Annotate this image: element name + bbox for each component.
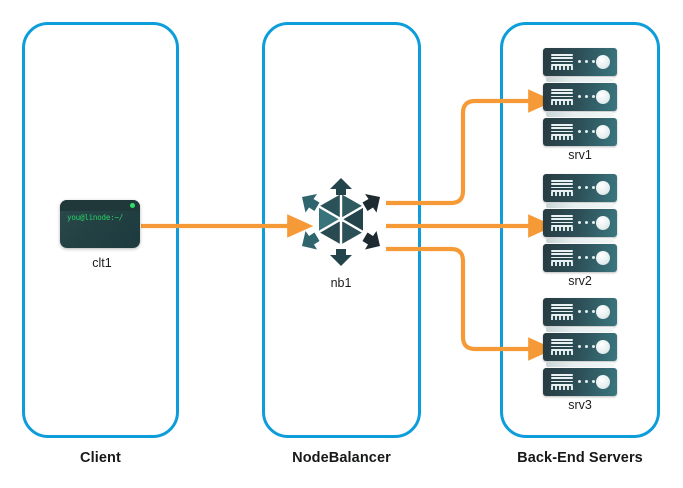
rack-power-icon (596, 55, 610, 69)
node-label-srv3: srv3 (568, 398, 592, 412)
zone-title-client: Client (80, 450, 121, 466)
rack-ticks-icon (551, 227, 573, 231)
rack-lines-icon (551, 374, 573, 386)
rack-power-icon (596, 90, 610, 104)
rack-dots-icon (578, 186, 595, 190)
rack-divider (546, 203, 614, 208)
rack-dots-icon (578, 95, 595, 99)
rack-ticks-icon (551, 262, 573, 266)
rack-lines-icon (551, 304, 573, 316)
rack-ticks-icon (551, 101, 573, 105)
rack-dots-icon (578, 380, 595, 384)
rack-lines-icon (551, 89, 573, 101)
rack-unit (543, 209, 617, 237)
rack-divider (546, 112, 614, 117)
rack-unit (543, 83, 617, 111)
rack-ticks-icon (551, 136, 573, 140)
node-label-srv1: srv1 (568, 148, 592, 162)
rack-lines-icon (551, 54, 573, 66)
rack-unit (543, 298, 617, 326)
node-label-clt1: clt1 (92, 256, 112, 270)
rack-lines-icon (551, 215, 573, 227)
rack-dots-icon (578, 256, 595, 260)
node-label-nb1: nb1 (330, 276, 352, 290)
rack-unit (543, 174, 617, 202)
rack-dots-icon (578, 60, 595, 64)
terminal-status-dot-icon (130, 203, 135, 208)
rack-dots-icon (578, 221, 595, 225)
nodebalancer-hexagon-icon (302, 178, 380, 266)
rack-power-icon (596, 181, 610, 195)
rack-power-icon (596, 216, 610, 230)
rack-power-icon (596, 125, 610, 139)
rack-dots-icon (578, 345, 595, 349)
node-label-srv2: srv2 (568, 274, 592, 288)
rack-divider (546, 327, 614, 332)
rack-divider (546, 77, 614, 82)
rack-divider (546, 238, 614, 243)
rack-power-icon (596, 305, 610, 319)
rack-ticks-icon (551, 192, 573, 196)
rack-unit (543, 118, 617, 146)
rack-divider (546, 362, 614, 367)
server-rack-icon (543, 174, 617, 272)
server-rack-icon (543, 298, 617, 396)
rack-ticks-icon (551, 66, 573, 70)
rack-lines-icon (551, 250, 573, 262)
rack-dots-icon (578, 310, 595, 314)
rack-unit (543, 244, 617, 272)
rack-ticks-icon (551, 351, 573, 355)
connector-nb1-to-srv1 (386, 89, 555, 206)
zone-title-backend: Back-End Servers (517, 450, 643, 466)
terminal-prompt-text: you@linode:~/ (67, 213, 124, 222)
rack-lines-icon (551, 339, 573, 351)
terminal-titlebar (60, 200, 140, 211)
rack-unit (543, 48, 617, 76)
terminal-icon: you@linode:~/ (60, 200, 140, 248)
rack-dots-icon (578, 130, 595, 134)
rack-power-icon (596, 375, 610, 389)
zone-title-nodebalancer: NodeBalancer (292, 450, 391, 466)
rack-unit (543, 368, 617, 396)
rack-ticks-icon (551, 316, 573, 320)
server-rack-icon (543, 48, 617, 146)
rack-power-icon (596, 251, 610, 265)
connector-nb1-to-srv3 (386, 246, 555, 361)
rack-unit (543, 333, 617, 361)
rack-power-icon (596, 340, 610, 354)
rack-lines-icon (551, 124, 573, 136)
rack-lines-icon (551, 180, 573, 192)
rack-ticks-icon (551, 386, 573, 390)
